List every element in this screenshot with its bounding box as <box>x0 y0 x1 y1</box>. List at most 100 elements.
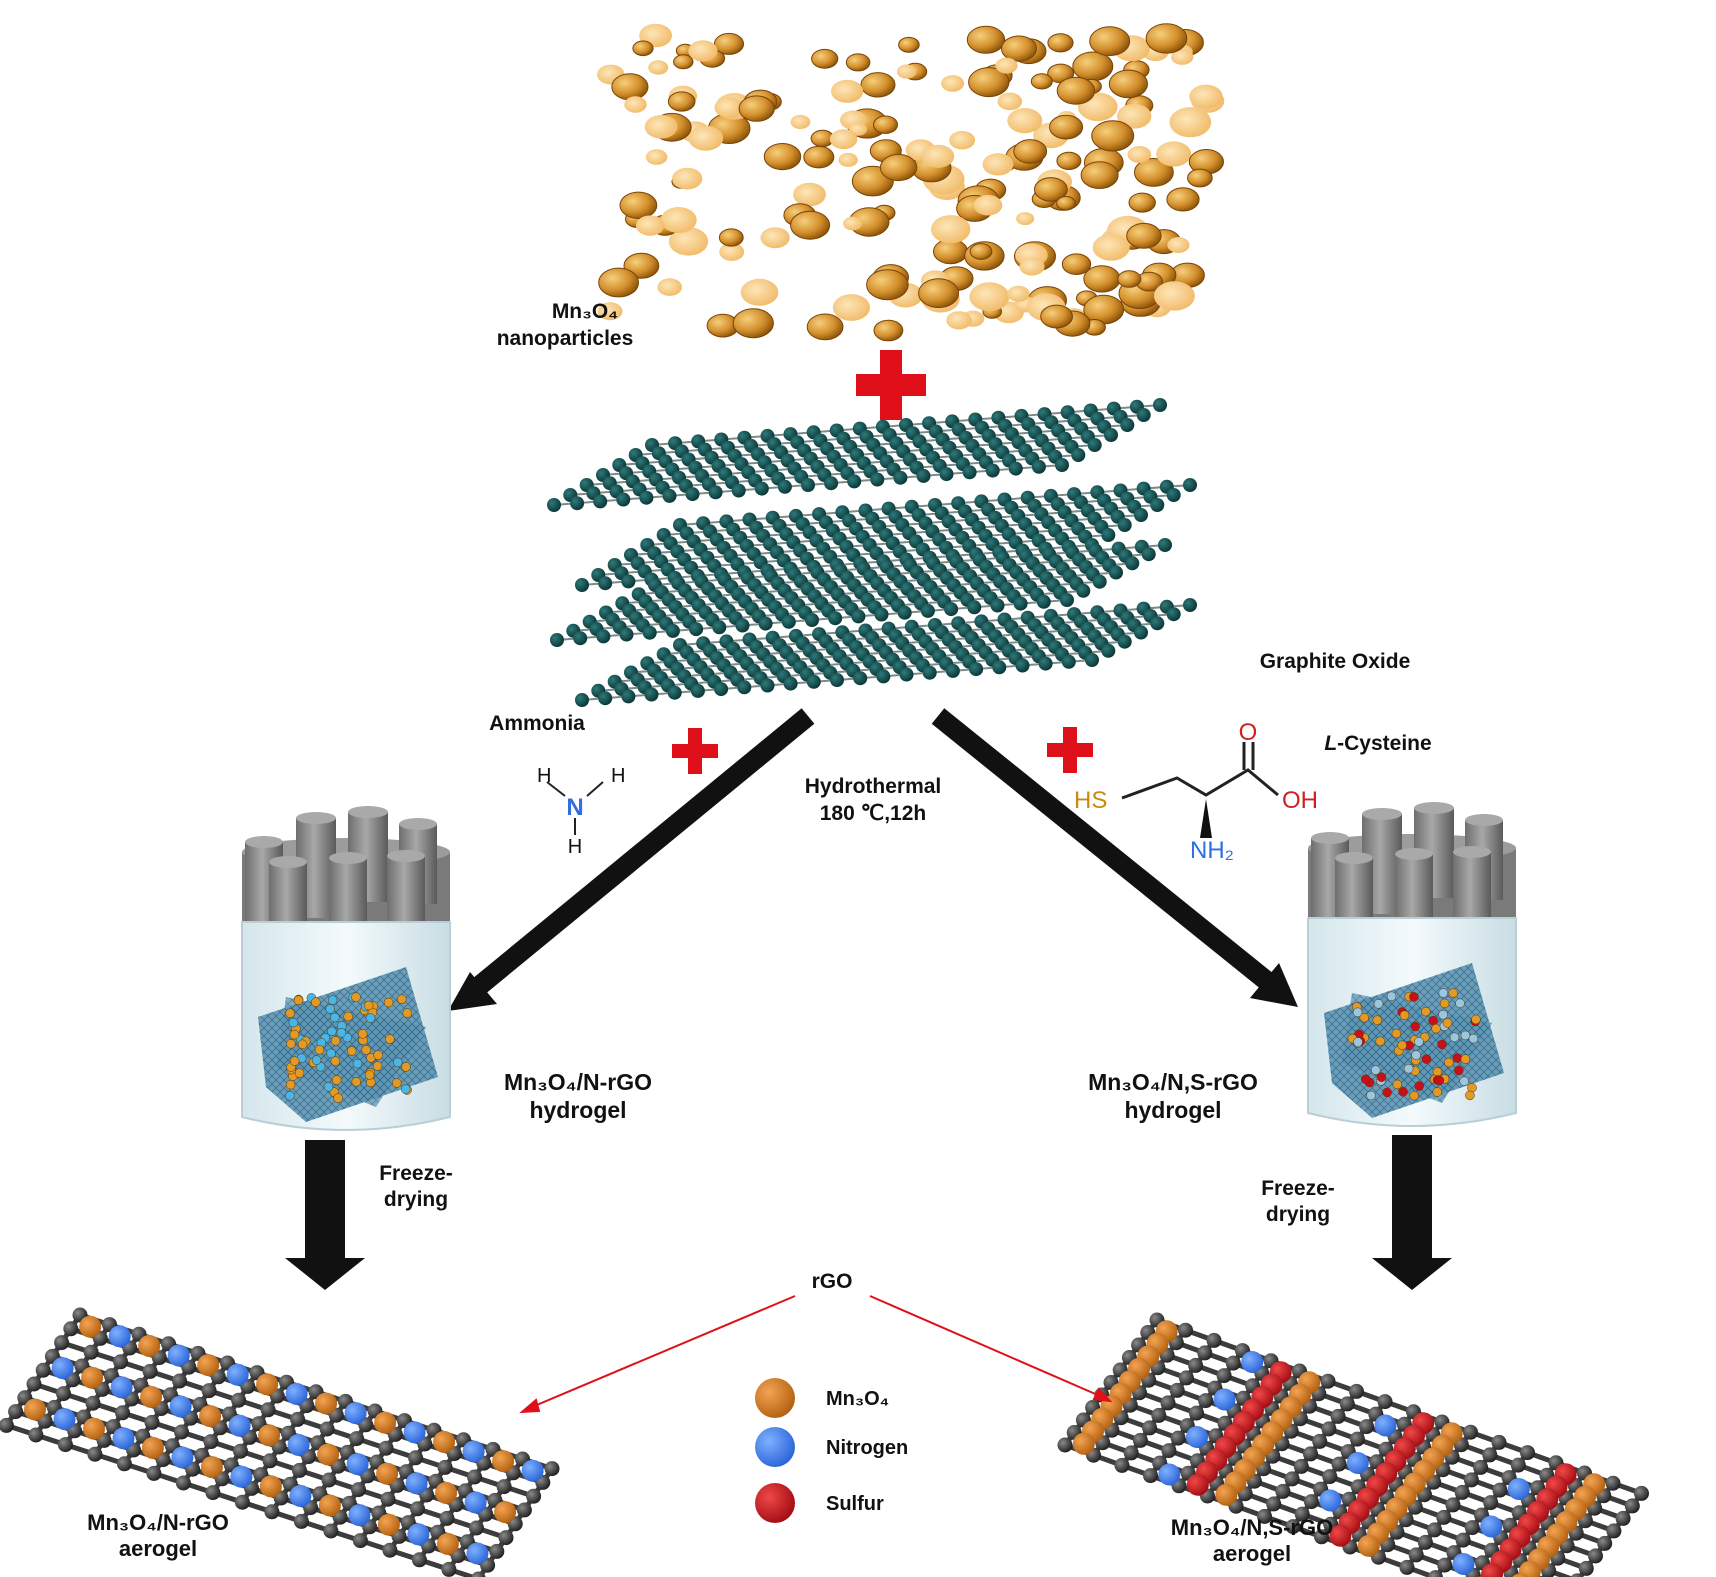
nanoparticle <box>995 57 1018 74</box>
freeze-drying-right-line1: Freeze- <box>1261 1177 1335 1200</box>
graphite-oxide-layer <box>547 398 1167 512</box>
rgo-nitrogen-site <box>405 1472 428 1495</box>
rgo-carbon-atom <box>1427 1522 1443 1538</box>
rgo-carbon-atom <box>175 1475 191 1491</box>
hydrogel-nitrogen-particle <box>323 1082 334 1092</box>
rgo-carbon-atom <box>526 1488 542 1504</box>
graphite-atom <box>1101 528 1116 542</box>
nanoparticle <box>1171 48 1194 65</box>
rgo-nitrogen-site <box>289 1484 312 1507</box>
rgo-carbon-atom <box>1123 1445 1139 1461</box>
nanoparticle <box>660 207 697 233</box>
graphite-atom <box>573 631 588 646</box>
reactor-cylinder-top <box>387 850 425 862</box>
nanoparticle <box>969 243 993 260</box>
rgo-nitrogen-site <box>466 1542 489 1565</box>
rgo-nitrogen-site <box>228 1414 251 1437</box>
graphite-atom <box>689 622 704 637</box>
graphite-atom <box>1150 616 1165 631</box>
nanoparticle <box>838 152 858 167</box>
hydrogel-mn3o4-particle <box>1421 1006 1431 1017</box>
rgo-carbon-atom <box>142 1363 158 1379</box>
rgo-carbon-atom <box>1303 1446 1318 1462</box>
rgo-carbon-atom <box>1349 1383 1364 1399</box>
rgo-mn3o4-site <box>436 1532 459 1555</box>
graphite-atom <box>1061 654 1076 669</box>
rgo-carbon-atom <box>498 1530 514 1546</box>
graphite-atom <box>639 490 654 505</box>
rgo-mn3o4-site <box>1512 1573 1529 1577</box>
hydrogel-mn3o4-particle <box>311 997 321 1007</box>
cysteine-prefix: L <box>1324 732 1337 755</box>
nanoparticle <box>898 36 920 53</box>
rgo-carbon-atom <box>231 1392 247 1408</box>
graphite-atom <box>685 487 700 502</box>
graphite-atom <box>1076 583 1091 598</box>
hydrogel-sulfur-particle <box>1382 1087 1392 1098</box>
hydrogel-nitrogen-particle <box>1459 1076 1469 1086</box>
nanoparticle <box>597 302 623 321</box>
hydrogel-nitrogen-particle <box>1414 1037 1424 1047</box>
nanoparticle <box>598 267 639 298</box>
graphite-atom <box>712 620 727 635</box>
rgo-nitrogen-site <box>1452 1553 1475 1575</box>
rgo-mn3o4-site <box>1518 1560 1541 1577</box>
rgo-nitrogen-site <box>1186 1426 1208 1448</box>
nanoparticle <box>790 210 831 240</box>
rgo-carbon-atom <box>1483 1495 1499 1511</box>
graphite-atom <box>619 627 634 642</box>
nanoparticle <box>673 54 694 70</box>
hydrogel-mn3o4-particle <box>385 1034 395 1044</box>
hydrogel-sulfur-particle <box>1360 1074 1371 1084</box>
hydrogel-mn3o4-particle <box>1409 1090 1419 1101</box>
rgo-carbon-atom <box>471 1571 486 1577</box>
hydrogel-nitrogen-particle <box>1352 1007 1363 1018</box>
nanoparticle <box>668 227 709 256</box>
hydrogel-mn3o4-particle <box>293 995 304 1005</box>
hydrogel-mn3o4-particle <box>1460 1054 1471 1064</box>
rgo-mn3o4-site <box>1072 1432 1095 1455</box>
rgo-carbon-atom <box>1151 1407 1167 1423</box>
rgo-carbon-atom <box>1314 1529 1329 1545</box>
rgo-carbon-atom <box>1189 1405 1204 1421</box>
rgo-carbon-atom <box>408 1450 424 1466</box>
rgo-carbon-atom <box>1510 1457 1526 1473</box>
nanoparticle <box>1134 158 1174 187</box>
rgo-carbon-atom <box>1303 1494 1319 1510</box>
rgo-carbon-atom <box>260 1402 276 1418</box>
nanoparticle <box>803 145 835 169</box>
hydrogel-nitrogen-particle <box>1438 1009 1448 1020</box>
graphite-atom <box>665 623 680 638</box>
rgo-nitrogen-site <box>167 1344 190 1367</box>
rgo-nitrogen-site <box>407 1523 430 1546</box>
nanoparticles-formula: Mn₃O₄ <box>552 300 618 323</box>
rgo-carbon-atom <box>323 1523 339 1539</box>
rgo-carbon-atom <box>1216 1368 1232 1384</box>
left-hydrogel-formula: Mn₃O₄/N-rGO <box>504 1069 652 1095</box>
rgo-carbon-atom <box>1161 1443 1177 1459</box>
hydrogel-nitrogen-particle <box>1403 1063 1414 1074</box>
graphite-atom <box>731 483 746 498</box>
graphite-atom <box>1071 448 1086 462</box>
hydrogel-nitrogen-particle <box>1468 1033 1479 1044</box>
reactor-cylinder-top <box>245 836 283 848</box>
rgo-nitrogen-site <box>169 1395 192 1418</box>
hydrogel-mn3o4-particle <box>286 1039 296 1049</box>
graphite-atom <box>575 693 589 707</box>
right-hydrogel-formula: Mn₃O₄/N,S-rGO <box>1088 1069 1258 1095</box>
nanoparticle <box>1167 237 1190 253</box>
graphite-atom <box>735 618 750 633</box>
hydrogel-mn3o4-particle <box>1375 1036 1385 1047</box>
hydrogel-sulfur-particle <box>1434 1075 1445 1086</box>
ammonia-h-bottom: H <box>568 836 582 858</box>
nanoparticle <box>973 194 1003 216</box>
rgo-carbon-atom <box>1615 1510 1631 1526</box>
rgo-nitrogen-site <box>53 1408 76 1431</box>
nanoparticle <box>1083 265 1121 293</box>
nanoparticle <box>1056 76 1096 105</box>
nanoparticle <box>1189 84 1223 109</box>
hydrogel-nitrogen-particle <box>1460 1030 1471 1041</box>
freeze-drying-arrow-left <box>285 1140 365 1290</box>
rgo-nitrogen-site <box>108 1325 131 1348</box>
rgo-carbon-atom <box>1588 1548 1603 1564</box>
